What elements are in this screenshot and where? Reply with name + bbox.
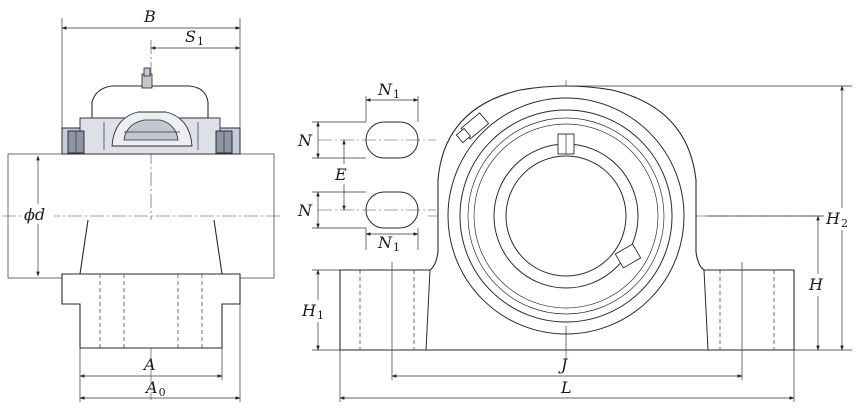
dim-label-N1-top: N1 [377,80,400,101]
dim-label-J: J [558,355,569,374]
front-view: H1 J L H H2 [300,80,854,402]
dim-label-H: H [808,275,824,294]
dim-label-B: B [143,7,156,26]
side-section-view: B S1 ϕd A A0 [2,7,280,402]
dim-label-H1: H1 [301,301,324,322]
dim-label-E: E [334,165,347,184]
dim-label-N1-bottom: N1 [377,233,400,254]
dim-label-A0: A0 [144,378,166,399]
dim-label-H2: H2 [825,209,848,230]
dim-label-S1: S1 [185,27,204,48]
dim-label-N-bottom: N [297,201,313,220]
dim-label-phi-d: ϕd [24,205,45,224]
slot-detail: N1 N E N N1 [297,80,436,254]
dim-label-L: L [560,378,572,397]
dim-label-A: A [142,355,156,374]
dim-label-N-top: N [297,131,313,150]
